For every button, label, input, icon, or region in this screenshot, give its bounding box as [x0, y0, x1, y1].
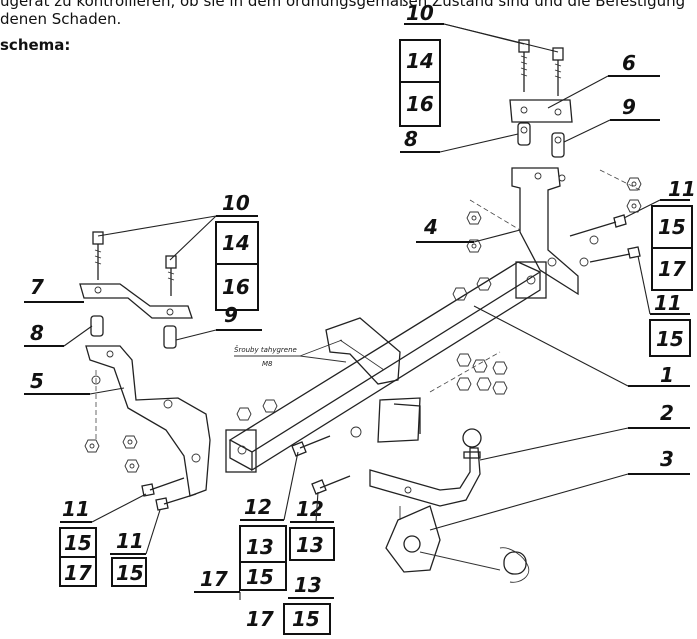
callout-5: 5	[30, 369, 44, 393]
callout-box-bottom-a	[239, 525, 287, 591]
callout-box-bottom-c	[283, 603, 331, 635]
callout-9-left: 9	[224, 303, 238, 327]
callout-15-bl-b: 15	[116, 561, 144, 585]
handwritten-note-line1: Šrouby tahygrene	[234, 345, 297, 354]
callout-box-right-low	[649, 319, 691, 357]
callout-15-right-b: 15	[656, 327, 684, 351]
bolt-11-right	[569, 214, 641, 267]
callout-10-top: 10	[406, 1, 434, 25]
callout-8-top: 8	[404, 127, 418, 151]
callout-14-top: 14	[406, 49, 434, 73]
callout-13-c: 13	[294, 573, 322, 597]
bolt-12-bottom	[291, 435, 351, 495]
bracket-4	[511, 167, 579, 296]
callout-16-top: 16	[406, 92, 434, 116]
callout-4: 4	[423, 215, 438, 239]
callout-17-bl: 17	[64, 561, 92, 585]
nuts-right-side	[466, 177, 642, 253]
callout-11-right-b: 11	[654, 291, 682, 315]
callout-12-a: 12	[244, 495, 272, 519]
callout-9-right: 9	[622, 95, 636, 119]
callout-12-b: 12	[296, 497, 324, 521]
callout-15-right-a: 15	[658, 215, 686, 239]
callout-17-bot-a: 17	[200, 567, 228, 591]
callout-11-bl-a: 11	[62, 497, 90, 521]
crossbar-1	[225, 261, 547, 473]
callout-1: 1	[660, 363, 674, 387]
nuts-left-side	[84, 375, 140, 473]
callout-16-left: 16	[222, 275, 250, 299]
callout-6: 6	[622, 51, 636, 75]
spacer-8-right	[517, 122, 531, 146]
callout-15-bot-a: 15	[246, 565, 274, 589]
callout-17-right-a: 17	[658, 257, 686, 281]
callout-17-bot-b: 17	[246, 607, 274, 631]
callout-15-bot-b: 15	[292, 607, 320, 631]
callout-box-bottom-b	[289, 527, 335, 561]
header-line-2: denen Schaden.	[0, 10, 122, 28]
callout-3: 3	[660, 447, 674, 471]
bolt-10-left-pair	[92, 231, 177, 296]
right-mount-assembly	[466, 39, 642, 296]
bracket-5	[85, 345, 211, 497]
plate-6	[509, 99, 573, 123]
callout-2: 2	[660, 401, 674, 425]
callout-11-right-a: 11	[668, 177, 696, 201]
callout-14-left: 14	[222, 231, 250, 255]
callout-15-bl-a: 15	[64, 531, 92, 555]
spacer-9-left	[163, 325, 177, 349]
spacer-8-left	[90, 315, 104, 337]
bolt-10-right-pair	[518, 39, 564, 96]
spacer-9-right	[551, 132, 565, 158]
plate-7	[79, 283, 193, 319]
header-section-title: schema:	[0, 36, 71, 54]
header-line-1: ugerät zu kontrollieren, ob sie in dem o…	[0, 0, 686, 10]
callout-10-left: 10	[222, 191, 250, 215]
callout-8-left: 8	[30, 321, 44, 345]
handwritten-note-line2: M8	[262, 360, 273, 368]
callout-13-a: 13	[246, 535, 274, 559]
socket-bracket-3	[385, 505, 530, 583]
callout-box-left-top	[215, 221, 259, 311]
callout-13-b: 13	[296, 533, 324, 557]
left-mount-assembly	[79, 231, 211, 511]
ball-hitch-2	[350, 351, 508, 507]
callout-11-bl-b: 11	[116, 529, 144, 553]
callout-box-bl-b	[111, 557, 147, 587]
callout-7: 7	[30, 275, 44, 299]
bolt-11-left	[141, 477, 197, 511]
